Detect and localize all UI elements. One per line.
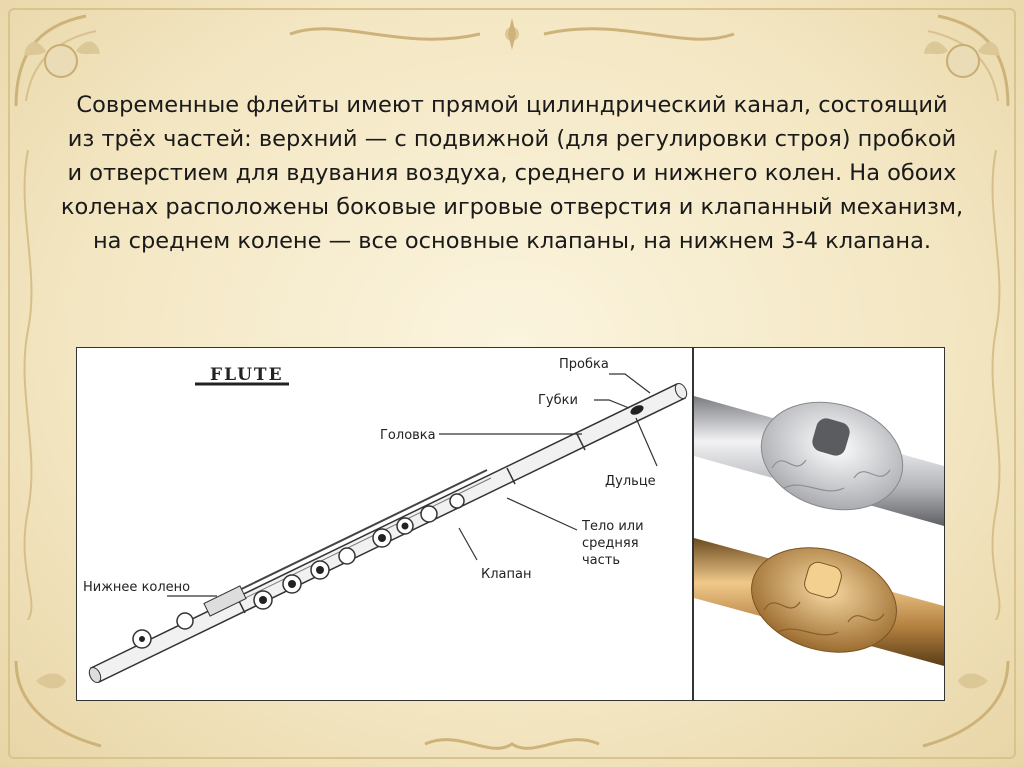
- scroll-ornament-icon: [922, 660, 1010, 748]
- label-telo-line2: средняя: [582, 536, 639, 551]
- diagram-title: FLUTE: [210, 365, 284, 385]
- leader-lines: [167, 373, 658, 597]
- bottom-flourish-icon: [424, 738, 600, 750]
- label-telo-line3: часть: [582, 553, 620, 568]
- flute-diagram-canvas: FLUTE: [83, 357, 688, 684]
- label-probka: Пробка: [559, 357, 609, 372]
- label-dultse: Дульце: [605, 474, 656, 489]
- decorative-frame: [8, 8, 1016, 759]
- angel-ornament-icon: [14, 14, 100, 107]
- label-klapan: Клапан: [481, 567, 531, 582]
- scroll-ornament-icon: [14, 660, 102, 748]
- flute-diagram: FLUTE: [76, 347, 693, 701]
- side-vine-icon: [991, 150, 1001, 620]
- label-nizhnee: Нижнее колено: [83, 580, 190, 595]
- label-gubki: Губки: [538, 393, 578, 408]
- angel-ornament-icon: [924, 14, 1010, 107]
- label-telo-line1: Тело или: [581, 519, 644, 534]
- top-flourish-icon: [289, 18, 735, 50]
- label-golovka: Головка: [380, 428, 436, 443]
- lip-plate-photo-image: [694, 396, 944, 666]
- flute-body: [88, 382, 688, 684]
- lip-plate-photo: [693, 347, 945, 701]
- slide-paragraph: Современные флейты имеют прямой цилиндри…: [60, 92, 964, 254]
- side-vine-icon: [23, 150, 33, 620]
